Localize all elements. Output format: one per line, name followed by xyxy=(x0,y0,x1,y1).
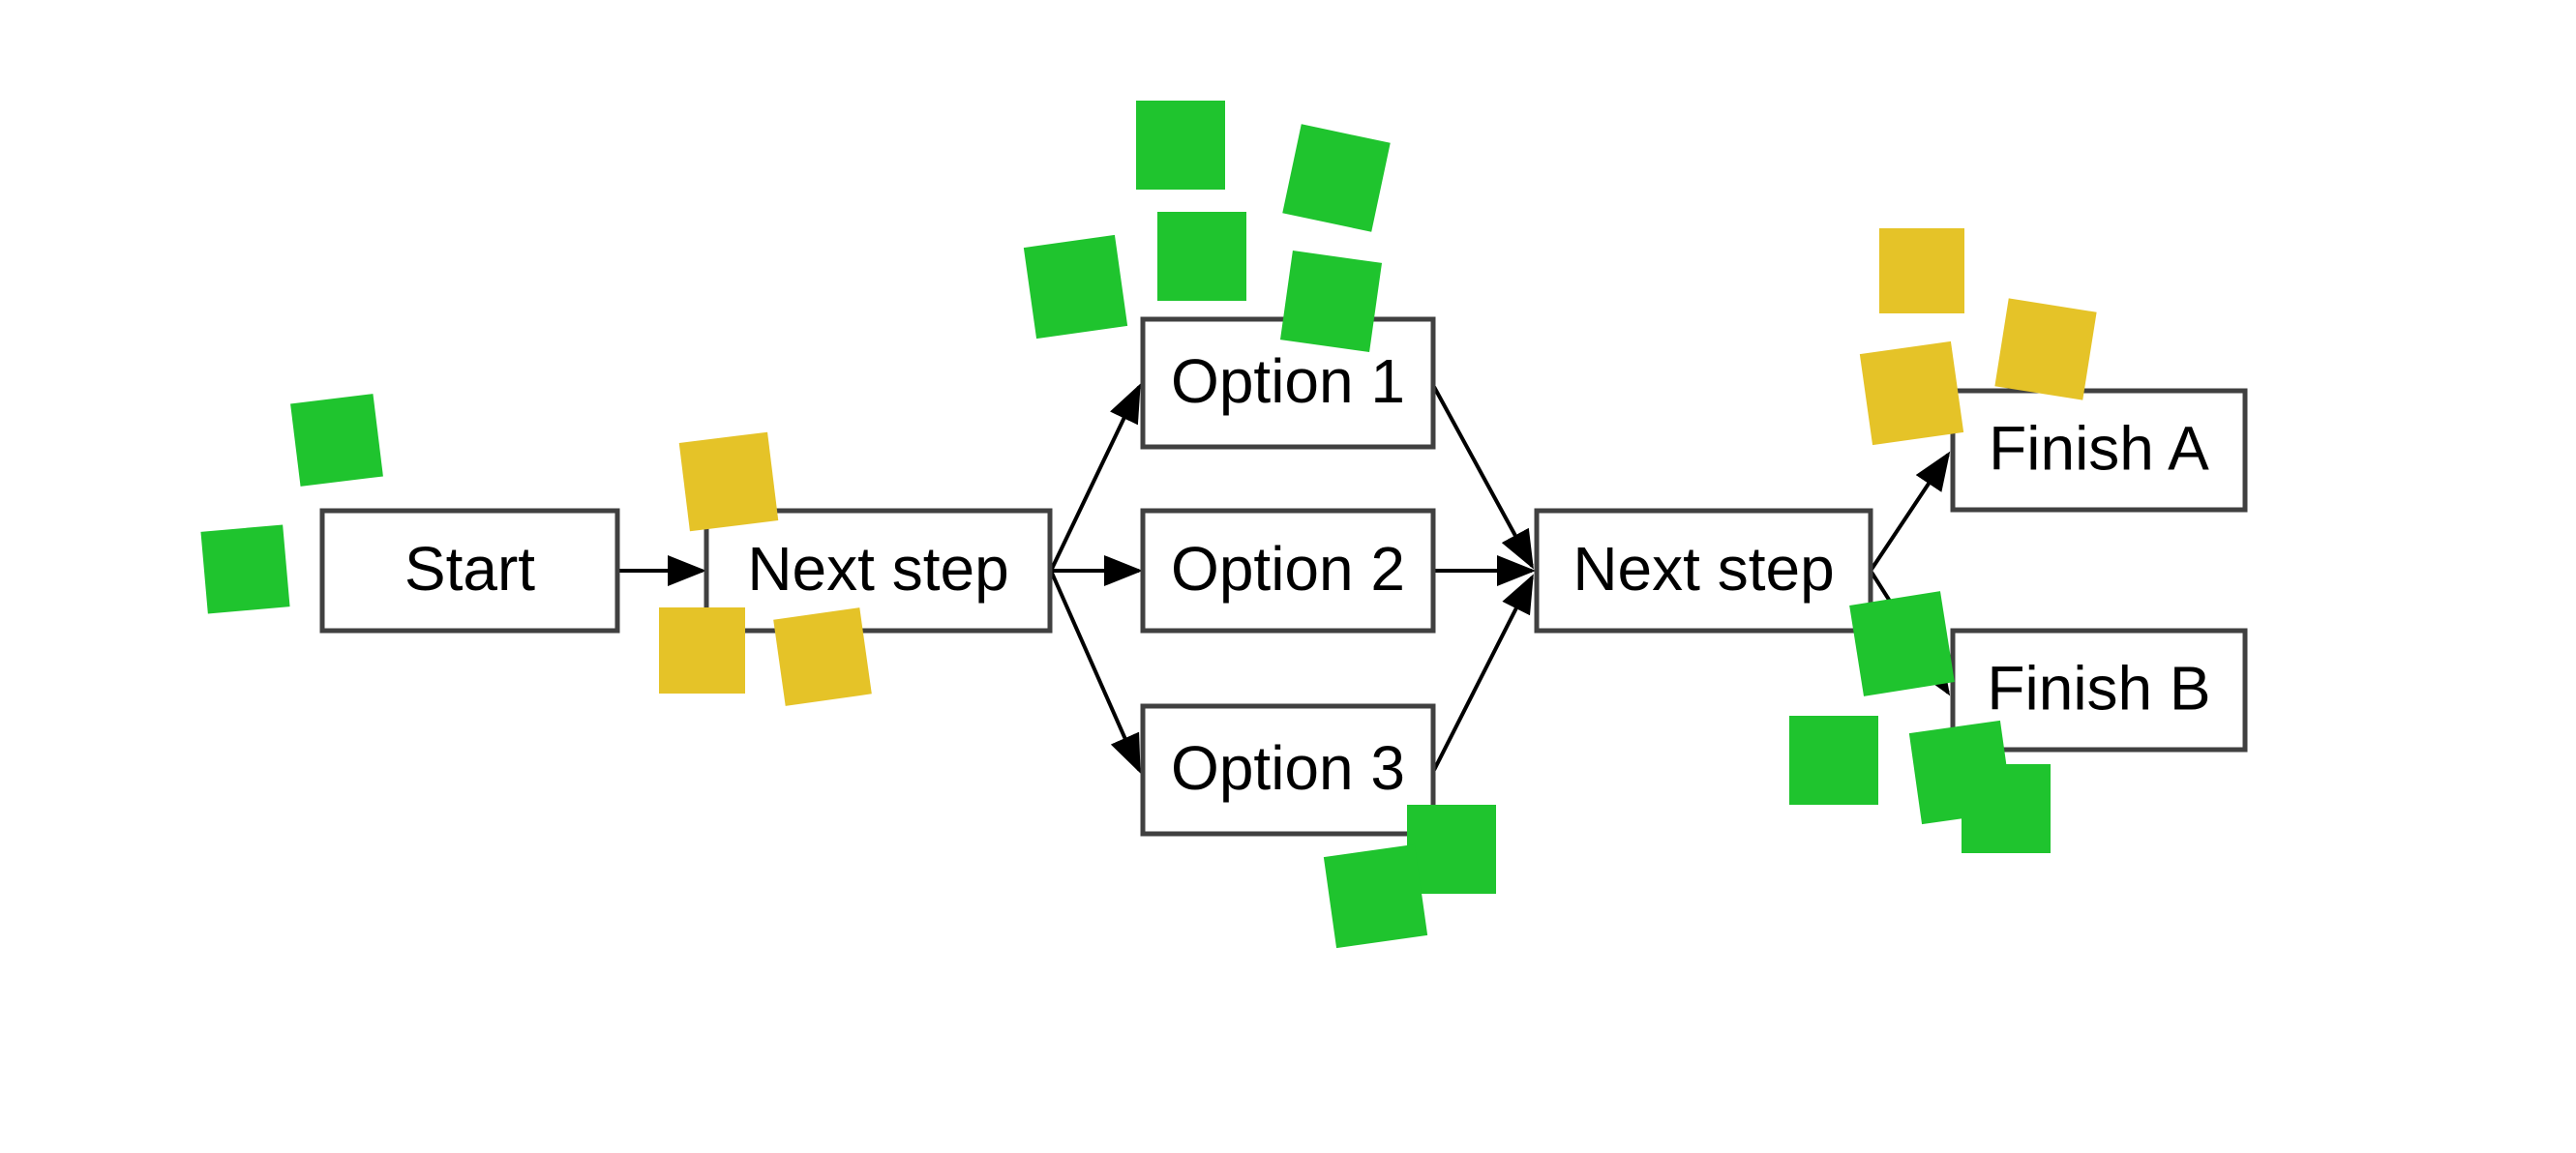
node-finishB[interactable]: Finish B xyxy=(1950,628,2248,753)
node-box-next2[interactable] xyxy=(1534,508,1873,634)
node-box-finishA[interactable] xyxy=(1950,388,2248,513)
node-label-finishB: Finish B xyxy=(1987,653,2210,723)
node-box-finishB[interactable] xyxy=(1950,628,2248,753)
sticky-note-green-g06[interactable] xyxy=(1023,234,1128,340)
sticky-note-yellow-y03[interactable] xyxy=(773,607,872,706)
node-label-next2: Next step xyxy=(1573,534,1834,604)
node-label-finishA: Finish A xyxy=(1989,413,2209,483)
sticky-note-green-g08[interactable] xyxy=(1407,805,1496,894)
sticky-note-yellow-y06[interactable] xyxy=(1859,340,1964,446)
sticky-note-green-g03[interactable] xyxy=(1136,101,1225,190)
node-label-start: Start xyxy=(404,534,535,604)
node-start[interactable]: Start xyxy=(319,508,620,634)
node-next2[interactable]: Next step xyxy=(1534,508,1873,634)
node-box-opt2[interactable] xyxy=(1140,508,1436,634)
node-box-opt3[interactable] xyxy=(1140,703,1436,837)
sticky-note-green-g07[interactable] xyxy=(1279,250,1383,353)
sticky-note-green-g11[interactable] xyxy=(1789,716,1878,805)
node-label-opt3: Option 3 xyxy=(1171,733,1405,803)
sticky-note-yellow-y02[interactable] xyxy=(659,607,745,694)
sticky-note-green-g04[interactable] xyxy=(1282,124,1391,232)
edge-opt3-to-next2 xyxy=(1432,574,1534,771)
sticky-notes-layer xyxy=(200,101,2097,949)
sticky-note-yellow-y05[interactable] xyxy=(1994,298,2097,400)
node-finishA[interactable]: Finish A xyxy=(1950,388,2248,513)
sticky-note-green-g09[interactable] xyxy=(1323,843,1428,949)
node-opt3[interactable]: Option 3 xyxy=(1140,703,1436,837)
edge-next1-to-opt3 xyxy=(1049,570,1141,774)
node-box-next1[interactable] xyxy=(704,508,1053,634)
sticky-note-green-g10[interactable] xyxy=(1849,591,1955,696)
sticky-note-green-g05[interactable] xyxy=(1157,212,1246,301)
edge-next2-to-finishA xyxy=(1869,451,1951,573)
node-label-opt1: Option 1 xyxy=(1171,346,1405,416)
edge-opt1-to-next2 xyxy=(1432,386,1534,570)
sticky-note-yellow-y01[interactable] xyxy=(678,431,779,532)
node-opt2[interactable]: Option 2 xyxy=(1140,508,1436,634)
edge-next1-to-opt1 xyxy=(1049,383,1141,572)
sticky-note-green-g13[interactable] xyxy=(1962,764,2051,853)
node-label-opt2: Option 2 xyxy=(1171,534,1405,604)
node-next1[interactable]: Next step xyxy=(704,508,1053,634)
sticky-note-yellow-y04[interactable] xyxy=(1879,228,1964,313)
nodes-layer: Start Next step Option 1 Option 2 Option 3 Ne… xyxy=(319,316,2248,837)
sticky-note-green-g01[interactable] xyxy=(290,394,383,487)
sticky-note-green-g02[interactable] xyxy=(200,524,290,614)
node-box-start[interactable] xyxy=(319,508,620,634)
node-label-next1: Next step xyxy=(747,534,1008,604)
